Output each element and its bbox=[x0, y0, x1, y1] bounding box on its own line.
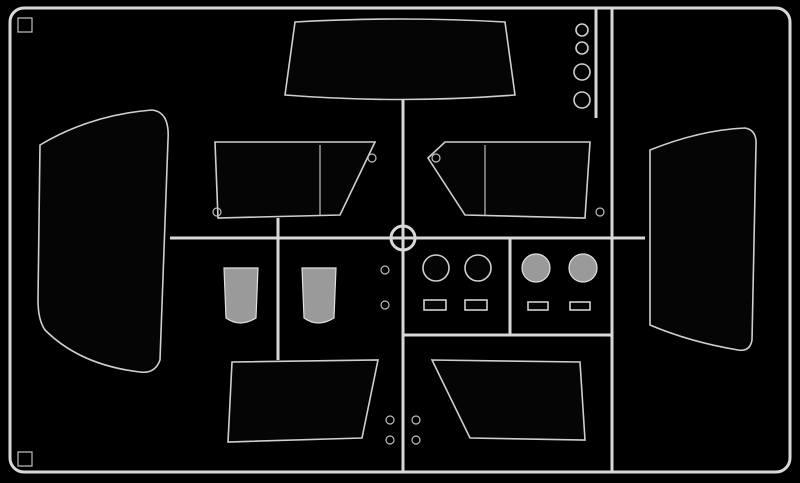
right-side-window-part bbox=[649, 127, 757, 352]
left-side-window-part bbox=[37, 109, 169, 374]
headlight-lenses bbox=[223, 267, 337, 324]
small-lens-parts bbox=[212, 153, 605, 445]
windshield-part bbox=[284, 18, 516, 101]
upper-right-window-part bbox=[426, 141, 591, 219]
round-lens-parts bbox=[422, 23, 598, 283]
lower-right-window-part bbox=[430, 359, 586, 441]
sprue-hub bbox=[389, 224, 417, 252]
lower-left-window-part bbox=[227, 359, 379, 443]
sprue-frame bbox=[8, 6, 792, 474]
upper-left-window-part bbox=[214, 141, 377, 219]
corner-tab bbox=[17, 17, 33, 33]
corner-tab bbox=[17, 451, 33, 467]
